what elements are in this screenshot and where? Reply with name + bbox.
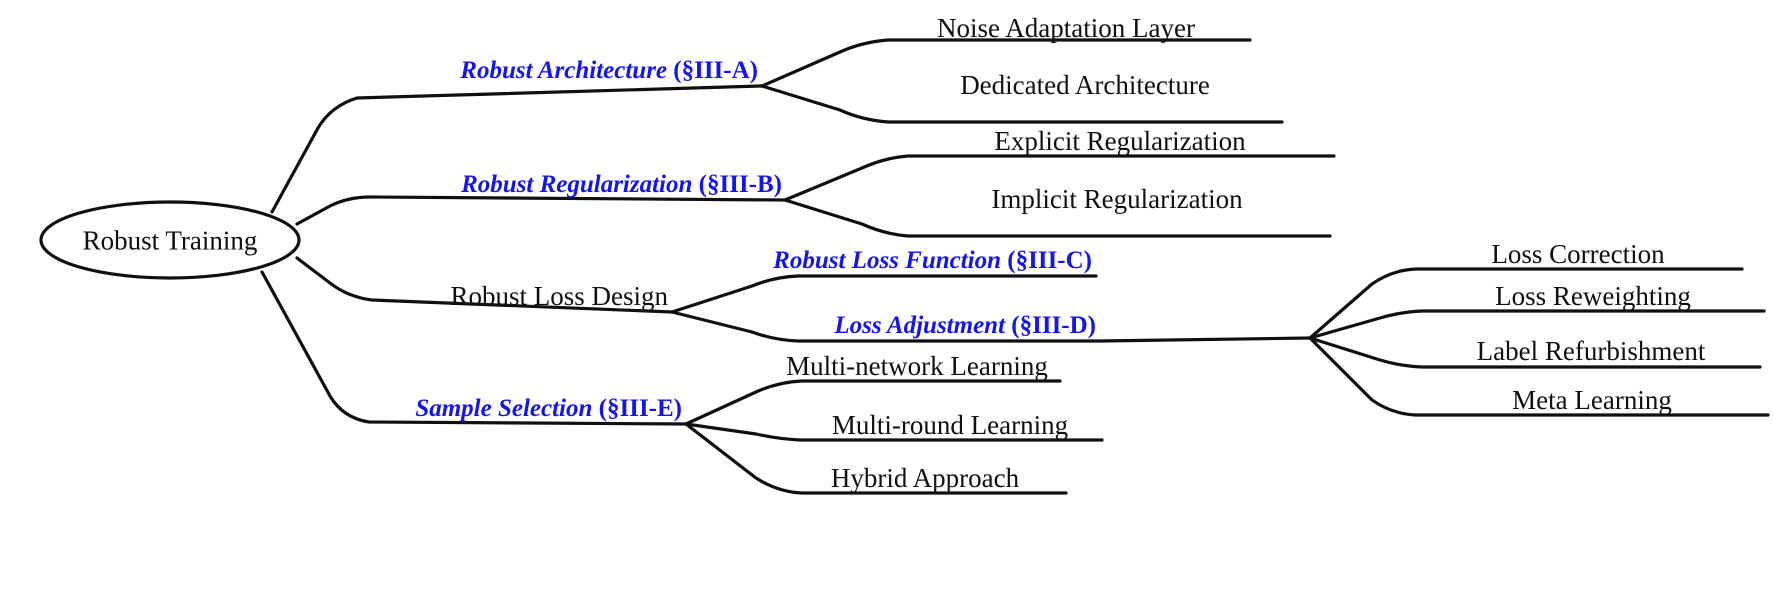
link-junction-losscorrection: [1308, 267, 1744, 340]
link-sample-multiround: [684, 422, 1104, 442]
root-node-label[interactable]: Robust Training: [82, 225, 258, 256]
node-robust-architecture-title: Robust Architecture: [460, 57, 668, 84]
node-robust-architecture[interactable]: Robust Architecture (§III-A): [460, 58, 758, 83]
node-robust-loss-function-title: Robust Loss Function: [773, 247, 1002, 274]
link-junction-lossreweighting: [1308, 309, 1766, 340]
node-robust-loss-design[interactable]: Robust Loss Design: [450, 281, 668, 311]
link-root-regularization: [295, 195, 787, 226]
root-ellipse: [39, 200, 301, 280]
node-meta-learning[interactable]: Meta Learning: [1512, 385, 1672, 415]
link-lossdesign-lossadjust: [670, 310, 1102, 343]
node-robust-architecture-ref: (§III-A): [667, 57, 758, 84]
node-loss-adjustment-title: Loss Adjustment: [834, 312, 1006, 339]
link-lossdesign-lossfunction: [670, 274, 1098, 314]
node-loss-reweighting[interactable]: Loss Reweighting: [1495, 281, 1691, 311]
node-hybrid-approach[interactable]: Hybrid Approach: [830, 463, 1020, 493]
node-multi-round-learning[interactable]: Multi-round Learning: [831, 410, 1069, 440]
node-robust-regularization-title: Robust Regularization: [461, 171, 693, 198]
node-robust-loss-function-ref: (§III-C): [1001, 247, 1092, 274]
node-noise-adaptation-layer[interactable]: Noise Adaptation Layer: [937, 13, 1195, 43]
link-arch-noise: [760, 38, 1252, 88]
node-dedicated-architecture[interactable]: Dedicated Architecture: [960, 70, 1210, 100]
link-arch-dedicated: [760, 84, 1284, 124]
link-sample-hybrid: [684, 422, 1068, 495]
node-implicit-regularization[interactable]: Implicit Regularization: [991, 184, 1243, 214]
link-sample-multinetwork: [684, 379, 1062, 426]
link-root-sampleselection: [260, 270, 688, 426]
node-robust-regularization[interactable]: Robust Regularization (§III-B): [461, 172, 782, 197]
node-robust-loss-function[interactable]: Robust Loss Function (§III-C): [773, 248, 1092, 273]
node-multi-network-learning[interactable]: Multi-network Learning: [786, 351, 1048, 381]
link-junction-metalearning: [1308, 336, 1770, 417]
node-loss-correction[interactable]: Loss Correction: [1491, 239, 1665, 269]
node-sample-selection[interactable]: Sample Selection (§III-E): [415, 396, 682, 421]
link-reg-explicit: [783, 154, 1336, 202]
link-reg-implicit: [783, 198, 1332, 238]
node-sample-selection-title: Sample Selection: [415, 395, 593, 422]
node-loss-adjustment-ref: (§III-D): [1005, 312, 1096, 339]
node-robust-regularization-ref: (§III-B): [692, 171, 782, 198]
node-label-refurbishment[interactable]: Label Refurbishment: [1476, 336, 1706, 366]
node-loss-adjustment[interactable]: Loss Adjustment (§III-D): [834, 313, 1096, 338]
node-sample-selection-ref: (§III-E): [592, 395, 682, 422]
link-lossadjust-junction: [1098, 336, 1312, 343]
link-junction-labelrefurbishment: [1308, 336, 1762, 369]
link-root-architecture: [270, 84, 762, 214]
link-root-lossdesign: [295, 256, 674, 314]
node-explicit-regularization[interactable]: Explicit Regularization: [994, 126, 1246, 156]
